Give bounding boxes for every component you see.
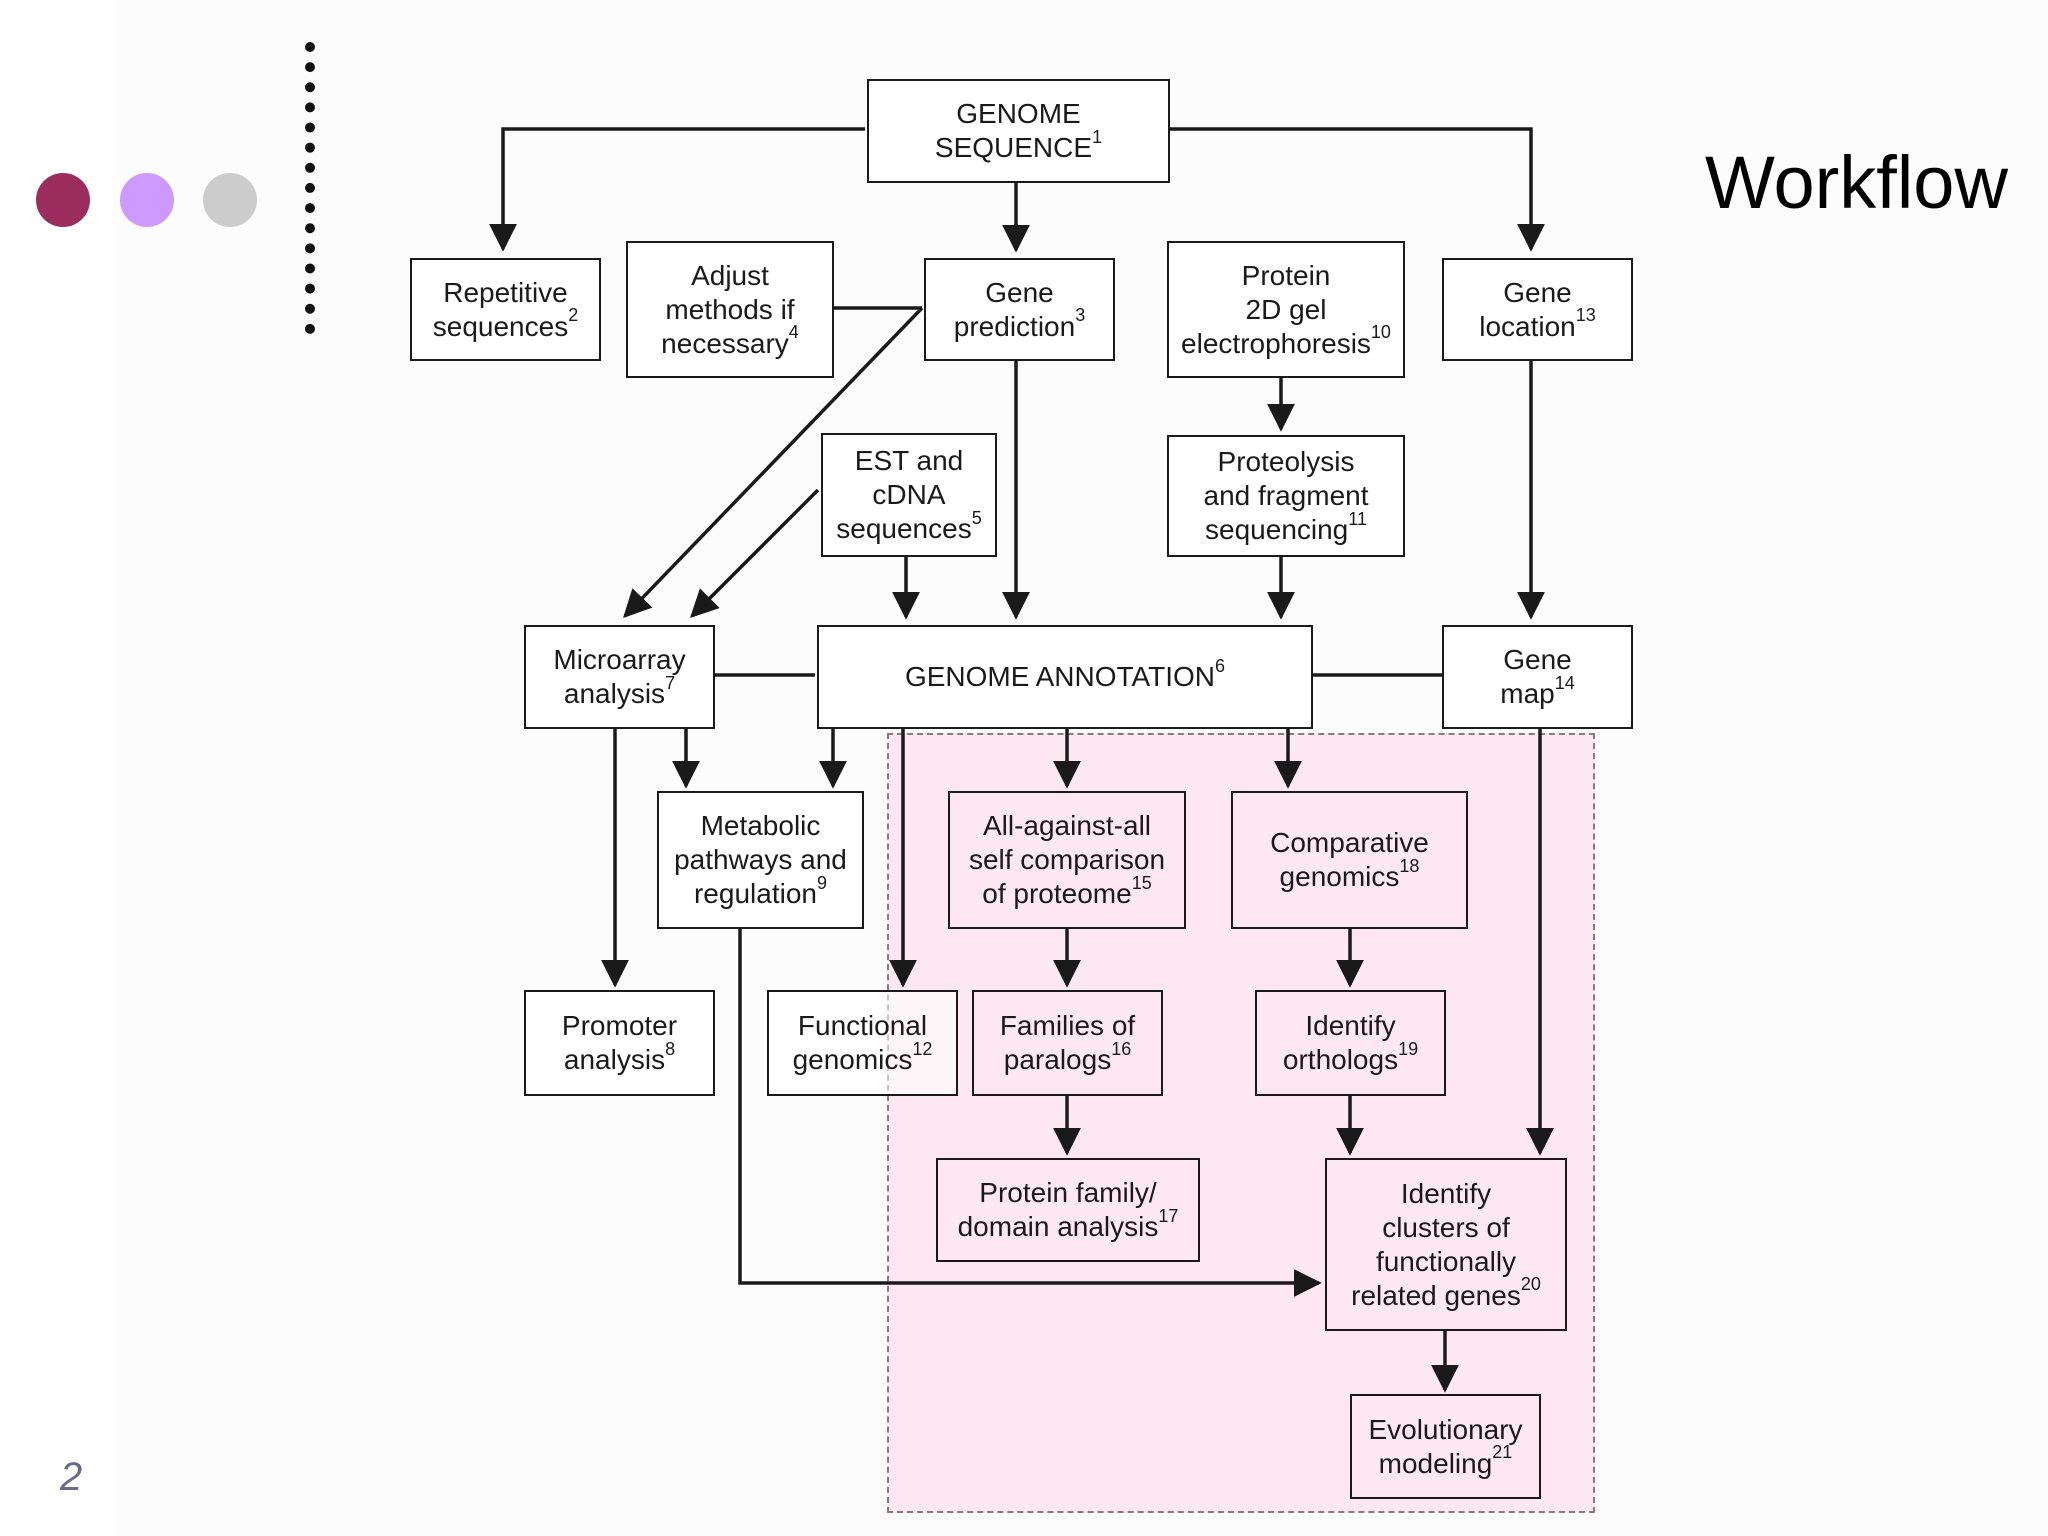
node-gene-location: Gene location13 [1442,258,1633,361]
edge-metabolic-to-clusters [738,927,1322,1297]
edge-est-to-microarray [690,488,820,618]
node-microarray-label: Microarray analysis7 [553,644,686,709]
node-adjust-methods-label: Adjust methods if necessary4 [661,259,799,359]
decorative-dot-2 [120,173,174,227]
node-genome-annotation: GENOME ANNOTATION6 [817,625,1313,729]
decorative-dot-1 [36,173,90,227]
node-protein-2d-gel: Protein 2D gel electrophoresis10 [1167,241,1405,378]
node-gene-location-label: Gene location13 [1479,276,1596,342]
node-all-against-all: All-against-all self comparison of prote… [948,791,1186,929]
node-repetitive-sequences-label: Repetitive sequences2 [432,276,579,342]
slide-title: Workflow [1705,141,2008,224]
node-gene-prediction: Gene prediction3 [924,258,1115,361]
node-genome-sequence-label: GENOME SEQUENCE1 [934,98,1103,163]
node-evolutionary-modeling: Evolutionary modeling21 [1350,1394,1541,1499]
node-comparative-genomics-label: Comparative genomics18 [1270,827,1429,892]
node-families-paralogs: Families of paralogs16 [972,990,1163,1096]
decorative-dot-3 [203,173,257,227]
edge-sequence-to-location [1165,127,1545,252]
page-number: 2 [60,1455,83,1499]
node-gene-prediction-label: Gene prediction3 [953,276,1086,342]
node-protein-2d-gel-label: Protein 2D gel electrophoresis10 [1181,259,1391,359]
node-genome-annotation-label: GENOME ANNOTATION6 [904,655,1226,692]
node-metabolic-pathways-label: Metabolic pathways and regulation9 [674,810,847,909]
node-identify-clusters: Identify clusters of functionally relate… [1325,1158,1567,1331]
node-gene-map-label: Gene map14 [1500,644,1575,709]
node-proteolysis-label: Proteolysis and fragment sequencing11 [1203,446,1369,545]
node-functional-genomics-label: Functional genomics12 [792,1010,933,1075]
node-functional-genomics: Functional genomics12 [767,990,958,1096]
node-identify-orthologs: Identify orthologs19 [1255,990,1446,1096]
node-all-against-all-label: All-against-all self comparison of prote… [968,810,1166,909]
node-protein-family: Protein family/ domain analysis17 [936,1158,1200,1262]
node-proteolysis: Proteolysis and fragment sequencing11 [1167,435,1405,557]
node-identify-orthologs-label: Identify orthologs19 [1282,1010,1419,1075]
node-repetitive-sequences: Repetitive sequences2 [410,258,601,361]
node-evolutionary-modeling-label: Evolutionary modeling21 [1368,1413,1523,1479]
node-metabolic-pathways: Metabolic pathways and regulation9 [657,791,864,929]
node-identify-clusters-label: Identify clusters of functionally relate… [1351,1177,1541,1311]
node-est-cdna: EST and cDNA sequences5 [821,433,997,557]
edge-sequence-to-repetitive [489,127,865,252]
node-microarray: Microarray analysis7 [524,625,715,729]
node-est-cdna-label: EST and cDNA sequences5 [836,445,982,544]
node-gene-map: Gene map14 [1442,625,1633,729]
node-promoter-analysis: Promoter analysis8 [524,990,715,1096]
node-protein-family-label: Protein family/ domain analysis17 [957,1177,1179,1242]
node-comparative-genomics: Comparative genomics18 [1231,791,1468,929]
node-promoter-analysis-label: Promoter analysis8 [561,1010,678,1075]
dotted-divider [305,42,315,334]
node-adjust-methods: Adjust methods if necessary4 [626,241,834,378]
node-genome-sequence: GENOME SEQUENCE1 [867,79,1170,183]
edge-prediction-to-microarray [623,306,924,619]
node-families-paralogs-label: Families of paralogs16 [999,1010,1136,1075]
